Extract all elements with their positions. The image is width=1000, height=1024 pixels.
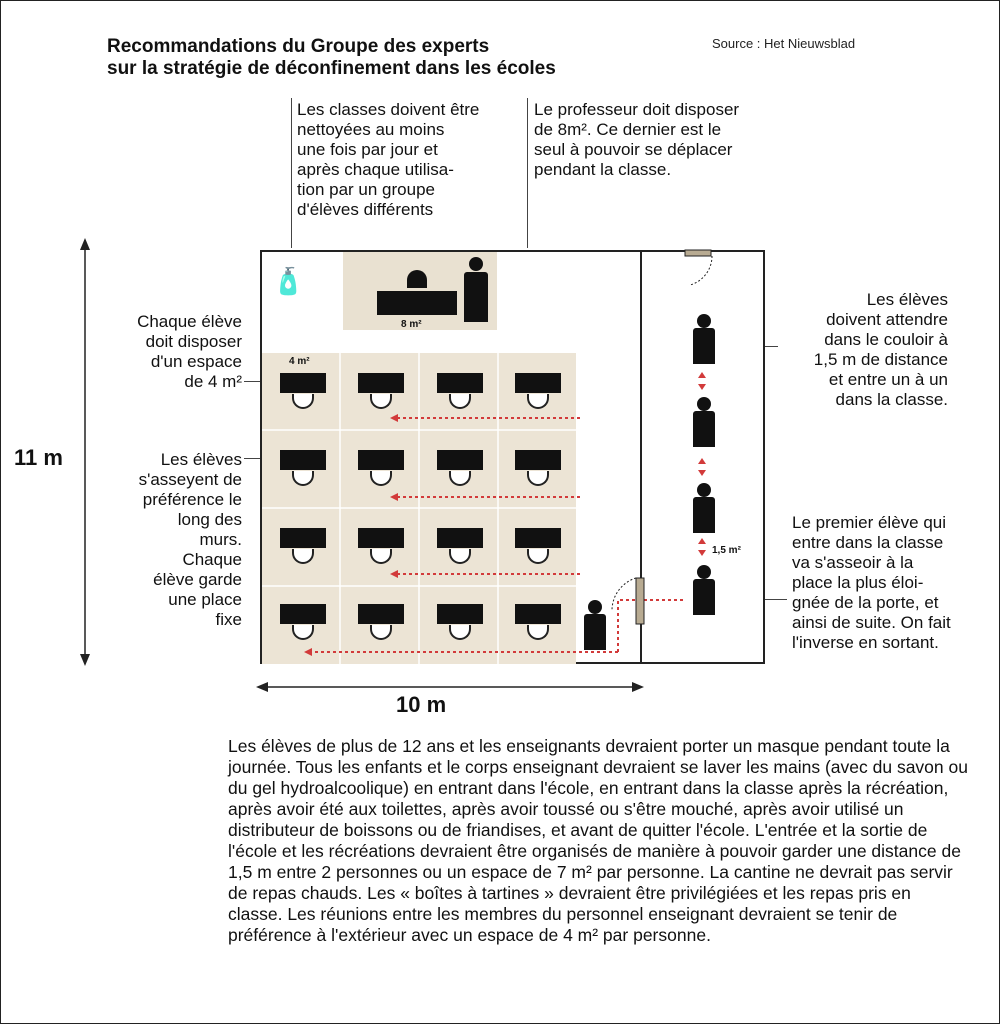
person-figure (693, 328, 715, 364)
teacher-note-leader (527, 98, 528, 248)
student-chair (449, 471, 471, 486)
student-chair (449, 394, 471, 409)
student-desk (358, 528, 404, 548)
figure-title: Recommandations du Groupe des experts su… (107, 36, 556, 80)
student-desk (515, 528, 561, 548)
person-head (697, 397, 711, 411)
student-desk (358, 450, 404, 470)
width-dimension-label: 10 m (396, 692, 447, 717)
student-desk (280, 604, 326, 624)
student-desk (358, 373, 404, 393)
student-chair (292, 394, 314, 409)
student-desk (280, 450, 326, 470)
student-chair (527, 549, 549, 564)
student-chair (370, 625, 392, 640)
teacher-desk (377, 291, 457, 315)
student-desk (437, 373, 483, 393)
student-area-label: 4 m² (289, 356, 310, 367)
person-figure (693, 579, 715, 615)
cleaning-icon: 🧴 (272, 266, 305, 296)
distance-label: 1,5 m² (712, 545, 741, 556)
student-chair (292, 549, 314, 564)
student-chair (370, 471, 392, 486)
student-chair (449, 625, 471, 640)
person-head (697, 314, 711, 328)
teacher-figure (464, 272, 488, 322)
teacher-head (469, 257, 483, 271)
teacher-chair (407, 270, 427, 288)
corridor-wall (640, 250, 642, 664)
person-head (697, 483, 711, 497)
student-desk (280, 373, 326, 393)
student-grid (262, 353, 576, 664)
student-chair (527, 394, 549, 409)
student-chair (370, 549, 392, 564)
student-desk (280, 528, 326, 548)
student-desk (437, 604, 483, 624)
student-chair (292, 625, 314, 640)
student-chair (370, 394, 392, 409)
person-figure (584, 614, 606, 650)
student-desk (437, 528, 483, 548)
student-chair (527, 625, 549, 640)
person-head (697, 565, 711, 579)
height-dimension-label: 11 m (14, 445, 63, 470)
title-line-1: Recommandations du Groupe des experts (107, 36, 490, 57)
teacher-area-label: 8 m² (401, 319, 422, 330)
student-desk (358, 604, 404, 624)
student-desk (437, 450, 483, 470)
student-chair (292, 471, 314, 486)
student-desk (515, 373, 561, 393)
cleaning-note-leader (291, 98, 292, 248)
student-desk (515, 604, 561, 624)
student-chair (527, 471, 549, 486)
person-head (588, 600, 602, 614)
source-credit: Source : Het Nieuwsblad (712, 36, 856, 51)
title-line-2: sur la stratégie de déconfinement dans l… (107, 58, 556, 79)
body-paragraph: Les élèves de plus de 12 ans et les ense… (228, 736, 968, 945)
student-desk (515, 450, 561, 470)
person-figure (693, 411, 715, 447)
student-chair (449, 549, 471, 564)
person-figure (693, 497, 715, 533)
